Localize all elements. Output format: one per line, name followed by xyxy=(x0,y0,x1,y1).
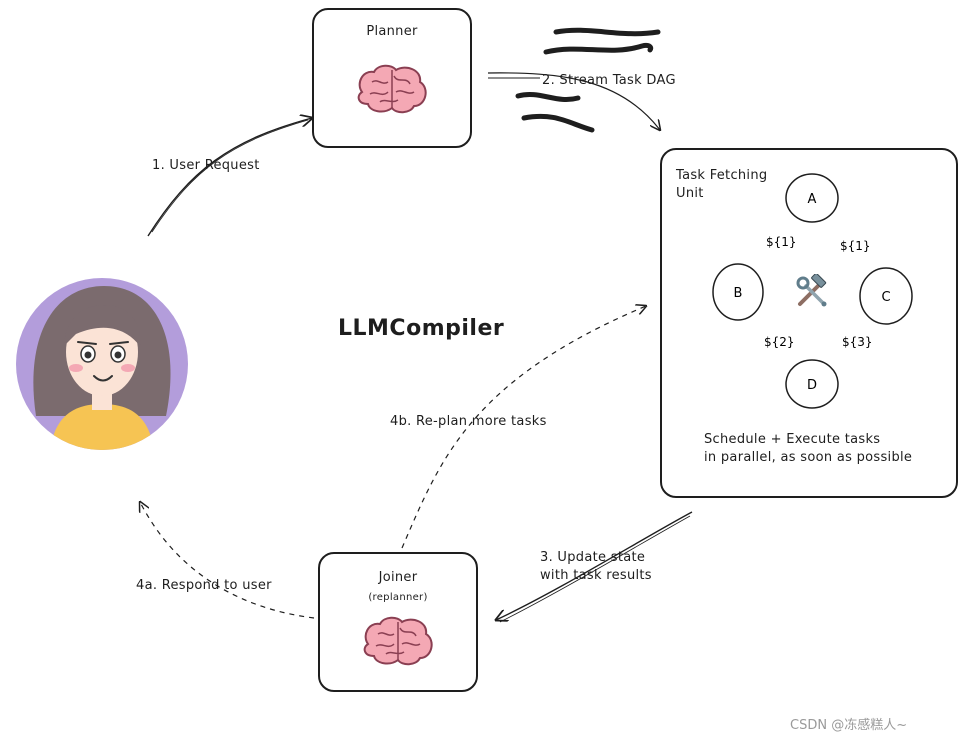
joiner-sublabel: (replanner) xyxy=(368,592,428,603)
step-update-state-line2: with task results xyxy=(540,568,652,583)
task-unit-caption-line2: in parallel, as soon as possible xyxy=(704,450,913,465)
joiner-box: Joiner (replanner) xyxy=(318,552,478,692)
arrow-stream-dag xyxy=(487,72,660,130)
task-fetching-unit: Task Fetching Unit Schedule + Execute ta… xyxy=(660,148,958,498)
scribble-marks xyxy=(515,27,661,133)
arrow-respond-user xyxy=(140,502,315,619)
step-update-state-line1: 3. Update state xyxy=(540,550,646,565)
step-user-request: 1. User Request xyxy=(152,158,260,173)
planner-label: Planner xyxy=(366,24,418,39)
hammer-wrench-icon xyxy=(796,274,827,307)
task-unit-label-line1: Task Fetching xyxy=(676,168,768,183)
task-unit-caption-line1: Schedule + Execute tasks xyxy=(704,432,881,447)
step-respond-user: 4a. Respond to user xyxy=(136,578,272,593)
planner-box: Planner xyxy=(312,8,472,148)
task-unit-label-line2: Unit xyxy=(676,186,704,201)
brain-icon xyxy=(363,616,433,666)
diagram-title: LLMCompiler xyxy=(338,316,505,341)
arrow-update-state xyxy=(496,511,693,620)
joiner-label: Joiner xyxy=(378,570,418,585)
brain-icon xyxy=(357,64,427,114)
user-avatar xyxy=(16,278,188,450)
watermark: CSDN @冻感糕人~ xyxy=(790,718,908,733)
step-replan: 4b. Re-plan more tasks xyxy=(390,414,547,429)
arrow-user-request xyxy=(147,118,312,237)
step-stream-dag: 2. Stream Task DAG xyxy=(542,73,676,88)
